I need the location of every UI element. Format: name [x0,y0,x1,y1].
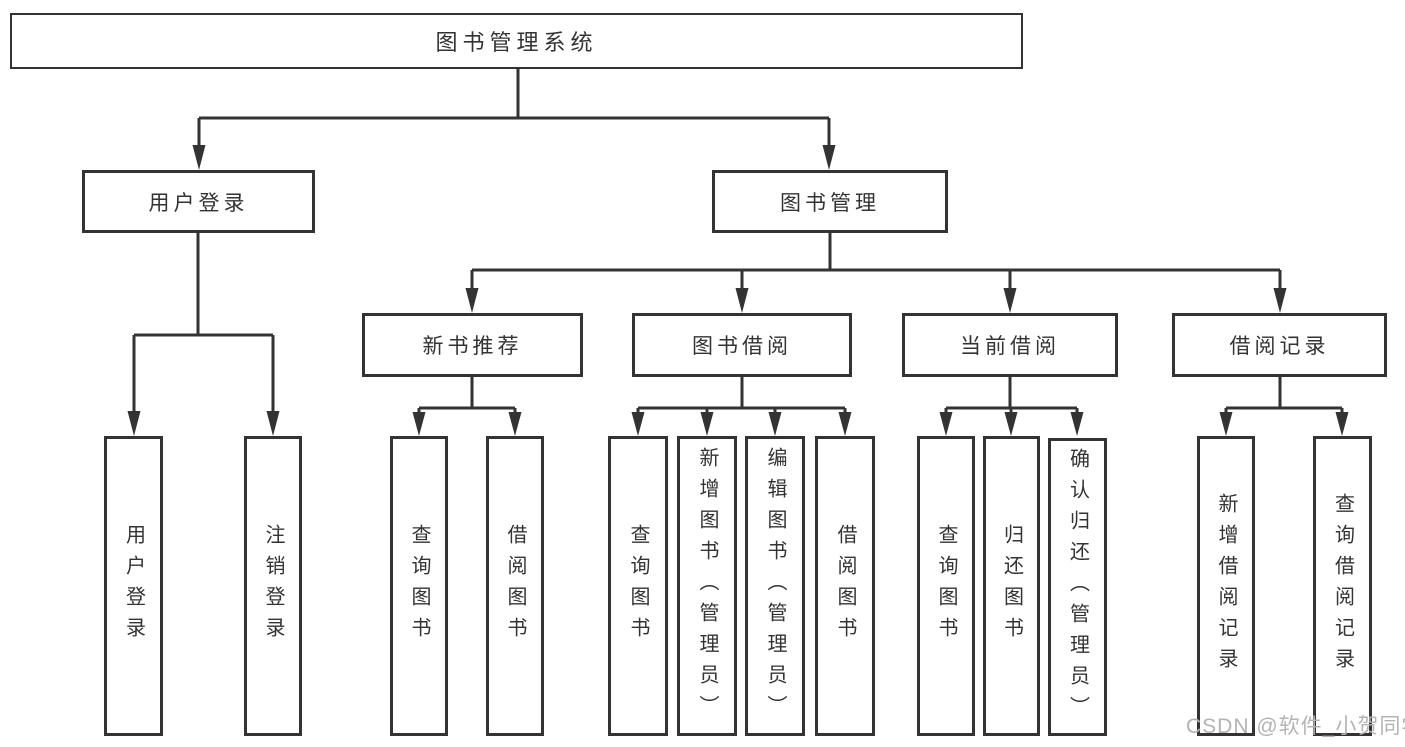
node-label: 编辑图书（管理员） [764,446,786,726]
node-leaf-confirm-return-admin: 确认归还（管理员） [1048,438,1107,736]
node-leaf-user-login: 用户登录 [104,436,163,736]
node-leaf-logout: 注销登录 [244,436,302,736]
node-label: 归还图书 [1000,524,1023,648]
node-library-system: 图书管理系统 [10,13,1023,69]
node-label: 图书管理系统 [435,30,598,55]
node-label: 借阅记录 [1229,335,1330,358]
node-label: 查询图书 [627,524,649,648]
node-label: 新增图书（管理员） [696,446,718,726]
node-new-book-recommend: 新书推荐 [362,313,583,377]
node-book-management: 图书管理 [712,170,948,233]
node-label: 注销登录 [262,524,284,648]
node-label: 用户登录 [148,191,249,215]
node-label: 图书借阅 [692,335,792,358]
node-label: 图书管理 [780,191,880,215]
node-leaf-query-borrow-record: 查询借阅记录 [1313,436,1372,736]
node-leaf-add-books-admin: 新增图书（管理员） [677,436,737,736]
node-label: 查询图书 [408,524,430,648]
node-borrow-records: 借阅记录 [1172,313,1387,377]
node-leaf-add-borrow-record: 新增借阅记录 [1197,436,1255,736]
node-label: 借阅图书 [504,524,526,648]
node-leaf-borrow-books-2: 借阅图书 [815,436,875,736]
node-label: 用户登录 [122,524,145,648]
node-label: 查询图书 [935,524,957,648]
node-label: 查询借阅记录 [1331,493,1354,679]
node-book-borrowing: 图书借阅 [632,313,852,377]
node-leaf-borrow-books-1: 借阅图书 [486,436,544,736]
watermark: CSDN @软件_小贺同学 [1186,715,1405,738]
node-label: 确认归还（管理员） [1066,447,1089,727]
node-leaf-query-books-2: 查询图书 [608,436,668,736]
node-label: 借阅图书 [834,524,856,648]
node-leaf-return-books: 归还图书 [983,436,1040,736]
node-leaf-query-books-1: 查询图书 [390,436,448,736]
node-current-borrowing: 当前借阅 [902,313,1118,377]
node-label: 新书推荐 [422,335,523,358]
node-leaf-query-books-3: 查询图书 [917,436,975,736]
node-label: 当前借阅 [960,335,1060,358]
node-user-login: 用户登录 [82,170,315,233]
node-leaf-edit-books-admin: 编辑图书（管理员） [745,436,805,736]
node-label: 新增借阅记录 [1215,493,1237,679]
